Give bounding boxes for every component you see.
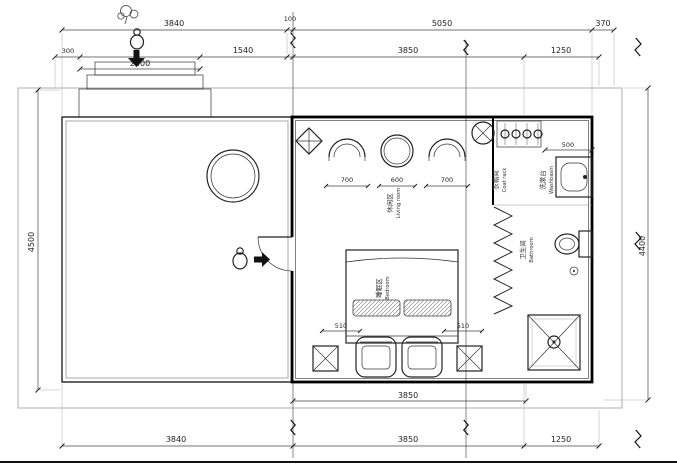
room-label-wash-en: Washbasin [549,166,555,194]
side-table-right [456,345,483,372]
person-deck [232,247,270,270]
armchair-right [401,336,443,378]
washbasin-label: 洗漱台 Washbasin [538,166,555,194]
coffee-table [380,134,414,168]
dimension-steps-2000: 2000 [77,59,203,72]
dim-chair-right-700: 700 [441,176,453,184]
bathroom-label: 卫生间 Bathroom [518,237,535,262]
plant-icon [117,5,139,25]
deck [61,116,293,383]
plant-stand-diamond [295,127,323,155]
pen-mark-icon [634,37,642,57]
bed [345,249,459,344]
ceiling-fan [471,121,495,145]
room-label-coat-en: Coat rack [502,168,508,193]
entry-steps [78,61,212,118]
armchair-left [355,336,397,378]
dim-top-100: 100 [284,15,296,23]
room-label-bath-en: Bathroom [529,237,535,262]
washbasin-dim: 500 [542,141,595,153]
person-top [128,28,145,67]
deck-table [206,149,260,203]
dim-t2-3850: 3850 [398,46,418,55]
room-label-wash-zh: 洗漱台 [538,170,547,190]
dimension-left: 4500 [27,87,41,393]
dim-top-370: 370 [595,19,610,28]
dimension-top-row-1: 3840 100 5050 370 [59,15,617,33]
pillow-left [352,299,401,317]
pen-mark-icon [634,429,642,449]
toilet [554,230,593,258]
dim-top-3840: 3840 [164,19,184,28]
dim-2000: 2000 [130,59,150,68]
washbasin [555,156,593,198]
floor-drain [569,266,579,276]
room-label-coat-zh: 衣帽间 [491,170,500,190]
pen-mark-icon [634,231,642,251]
arrow-down-icon [128,50,145,67]
coat-rack [496,120,543,148]
dim-top-5050: 5050 [432,19,452,28]
dimension-top-row-2: 300 1540 3850 1250 [52,46,602,60]
dim-b2-1250: 1250 [551,435,571,444]
dim-b1-3850: 3850 [398,391,418,400]
dim-bed-right-510: 510 [457,322,469,330]
dim-b2-3850: 3850 [398,435,418,444]
dim-table-600: 600 [391,176,403,184]
dim-right-4400: 4400 [638,236,647,256]
dim-basin-500: 500 [562,141,574,149]
living-furniture-dims: 700 600 700 [323,176,471,189]
room-label-bath-zh: 卫生间 [518,240,527,260]
living-room-chairs [328,138,466,161]
dim-t2-1540: 1540 [233,46,253,55]
bedroom-label: 睡眠区 Bedroom [375,276,391,299]
dim-b2-3840: 3840 [166,435,186,444]
break-mark-icon [463,39,469,56]
room-label-bed-en: Bedroom [385,276,391,299]
break-mark-icon [290,419,296,436]
folding-door [492,206,514,315]
arrow-right-icon [254,252,270,267]
dimension-bottom-outer: 3840 3850 1250 [59,435,602,449]
dim-t2-1250: 1250 [551,46,571,55]
break-mark-icon [463,419,469,436]
room-label-living-en: Living room [396,188,402,219]
dimension-bottom-inner: 3850 [290,391,529,404]
dimension-right: 4400 [638,85,651,403]
bed-dims: 510 510 [319,322,485,334]
room-label-living-zh: 休闲区 [385,193,394,213]
room-label-bed-zh: 睡眠区 [375,278,383,298]
living-room-label: 休闲区 Living room [385,188,402,219]
dim-bed-left-510: 510 [335,322,347,330]
shower-room [527,314,581,371]
side-table-left [312,345,339,372]
extension-lines [36,33,646,448]
coat-rack-label: 衣帽间 Coat rack [491,168,508,193]
dim-chair-left-700: 700 [341,176,353,184]
pillow-right [403,299,452,317]
dim-t2-300: 300 [62,47,74,55]
dim-left-4500: 4500 [27,232,36,252]
site-boundary [17,87,623,409]
